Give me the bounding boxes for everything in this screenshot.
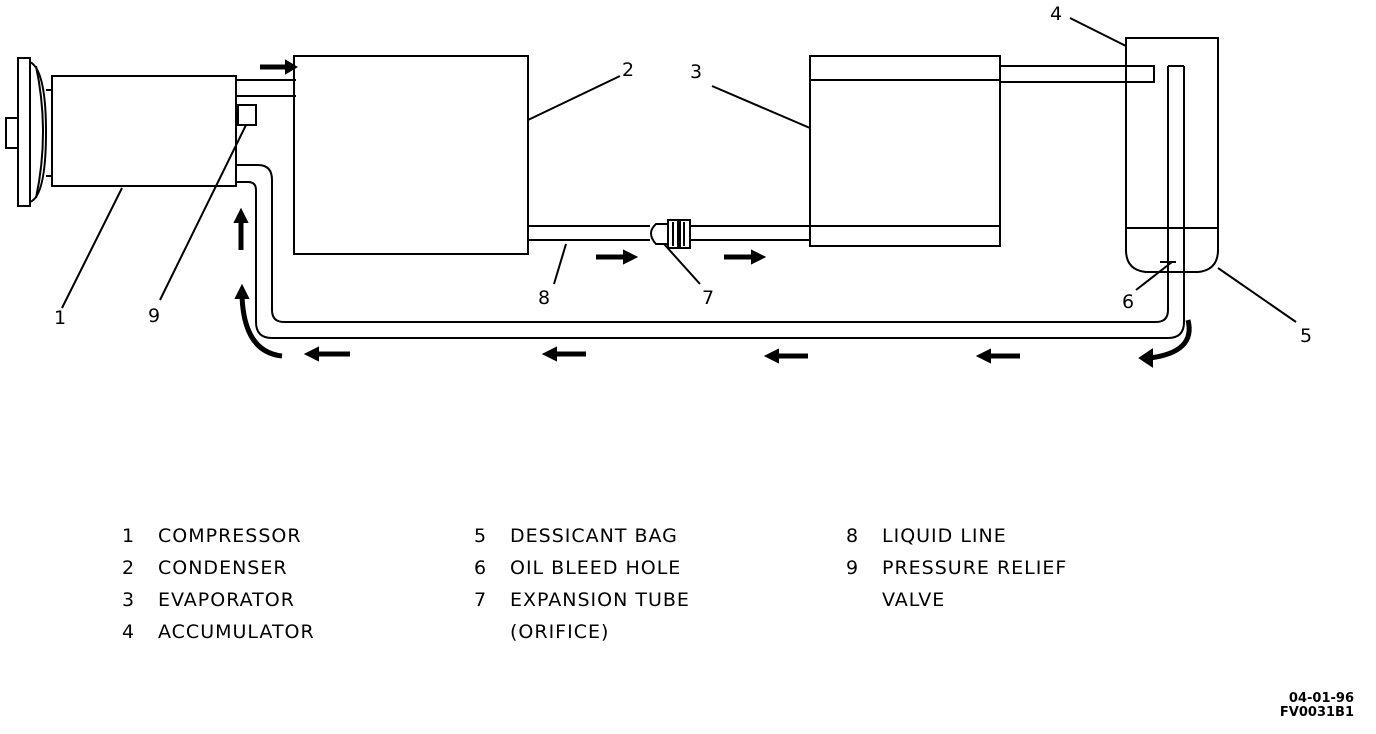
callout-6: 6 <box>1122 291 1134 313</box>
flow-arrow-return <box>975 348 1020 364</box>
callout-3: 3 <box>690 61 702 83</box>
evaporator <box>809 55 1001 247</box>
flow-arrow-discharge <box>260 59 298 75</box>
discharge-line <box>236 79 296 97</box>
callout-1: 1 <box>54 307 66 329</box>
legend-item-continuation: (ORIFICE) <box>510 621 610 643</box>
flow-arrow-liquid-1 <box>596 249 639 265</box>
condenser <box>293 55 529 255</box>
flow-arrow-return <box>763 348 808 364</box>
flow-arrow-up-curve <box>234 283 283 359</box>
legend-item-continuation: VALVE <box>882 589 946 611</box>
accumulator <box>1125 37 1219 273</box>
callout-7: 7 <box>702 287 714 309</box>
suction-line-outer <box>236 164 1169 323</box>
flow-arrow-return <box>541 346 586 362</box>
expansion-tube <box>650 219 691 249</box>
callout-5: 5 <box>1300 325 1312 347</box>
flow-arrow-return-curve <box>1138 319 1192 368</box>
compressor <box>5 57 257 207</box>
callout-9: 9 <box>148 305 160 327</box>
figure-date: 04-01-96 <box>1288 691 1354 706</box>
flow-arrow-up <box>233 207 249 250</box>
flow-arrow-return <box>303 346 350 362</box>
callout-4: 4 <box>1050 3 1062 25</box>
callout-8: 8 <box>538 287 550 309</box>
callout-2: 2 <box>622 59 634 81</box>
liquid-line <box>528 225 650 241</box>
pressure-relief-valve <box>237 104 257 126</box>
flow-arrow-liquid-2 <box>724 249 767 265</box>
figure-id: FV0031B1 <box>1279 705 1354 720</box>
suction-inlet-line <box>1000 65 1155 83</box>
suction-line-inner <box>236 181 1185 339</box>
figure-code: 04-01-96 FV0031B1 <box>1280 692 1354 720</box>
